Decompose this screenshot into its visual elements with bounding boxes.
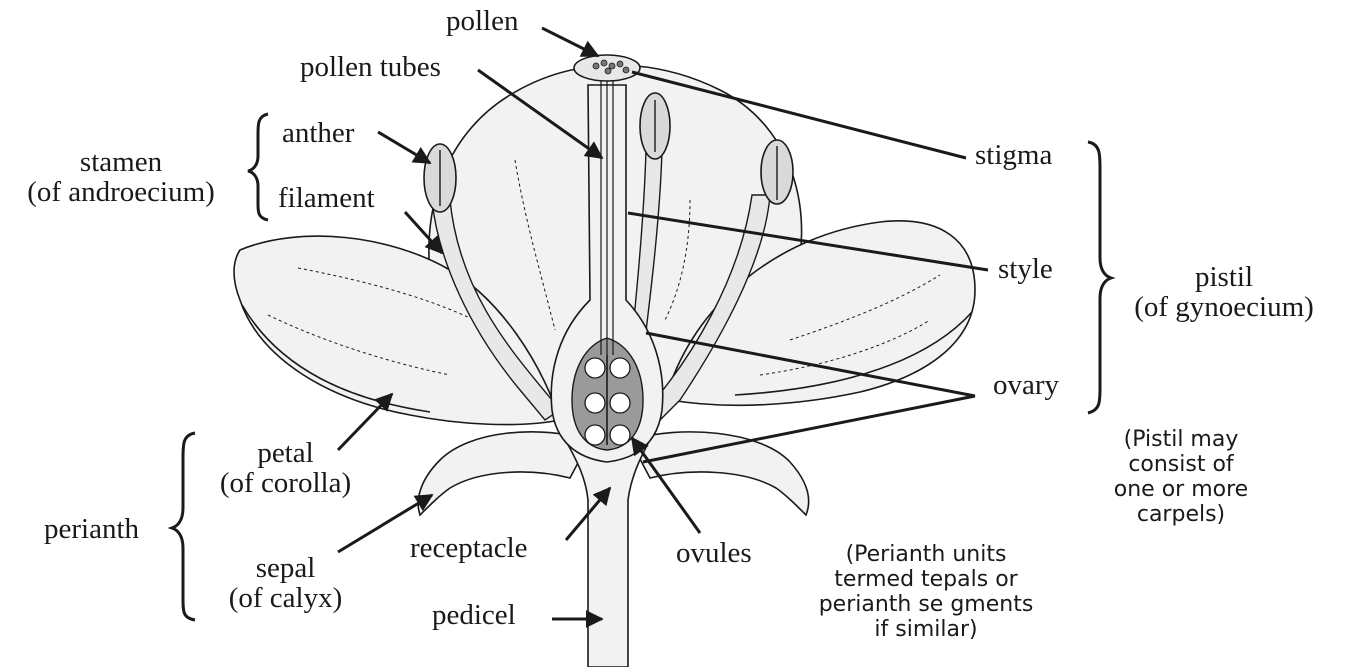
brace-perianth bbox=[172, 433, 195, 620]
label-stamen: stamen (of androecium) bbox=[0, 147, 242, 207]
note-pistil: (Pistil may consist of one or more carpe… bbox=[1106, 427, 1256, 527]
label-petal-sub: (of corolla) bbox=[198, 468, 373, 498]
label-ovules: ovules bbox=[676, 538, 752, 568]
sepal-left bbox=[418, 432, 590, 515]
label-ovary: ovary bbox=[993, 370, 1059, 400]
label-stamen-sub: (of androecium) bbox=[0, 177, 242, 207]
note-pistil-line: consist of bbox=[1106, 452, 1256, 477]
note-perianth-line: perianth se gments bbox=[816, 592, 1036, 617]
label-receptacle: receptacle bbox=[410, 533, 528, 563]
note-pistil-line: (Pistil may bbox=[1106, 427, 1256, 452]
label-perianth: perianth bbox=[44, 514, 139, 544]
label-sepal: sepal (of calyx) bbox=[198, 553, 373, 613]
label-anther: anther bbox=[282, 118, 354, 148]
label-petal: petal (of corolla) bbox=[198, 438, 373, 498]
arrow-anther bbox=[378, 132, 430, 163]
note-perianth-line: if similar) bbox=[816, 617, 1036, 642]
label-pistil-title: pistil bbox=[1112, 262, 1336, 292]
brace-pistil bbox=[1088, 142, 1111, 413]
label-pistil-sub: (of gynoecium) bbox=[1112, 292, 1336, 322]
label-style: style bbox=[998, 254, 1053, 284]
label-sepal-title: sepal bbox=[198, 553, 373, 583]
label-pollen-tubes: pollen tubes bbox=[300, 52, 441, 82]
note-pistil-line: one or more bbox=[1106, 477, 1256, 502]
brace-stamen bbox=[248, 114, 268, 220]
note-pistil-line: carpels) bbox=[1106, 502, 1256, 527]
label-stigma: stigma bbox=[975, 140, 1052, 170]
label-pollen: pollen bbox=[446, 6, 519, 36]
label-pedicel: pedicel bbox=[432, 600, 516, 630]
note-perianth-line: termed tepals or bbox=[816, 567, 1036, 592]
note-perianth: (Perianth units termed tepals or periant… bbox=[816, 542, 1036, 642]
label-stamen-title: stamen bbox=[0, 147, 242, 177]
arrow-pollen bbox=[542, 28, 598, 56]
label-filament: filament bbox=[278, 183, 375, 213]
label-petal-title: petal bbox=[198, 438, 373, 468]
label-pistil: pistil (of gynoecium) bbox=[1112, 262, 1336, 322]
pointer-ovary-bottom bbox=[643, 396, 975, 462]
note-perianth-line: (Perianth units bbox=[816, 542, 1036, 567]
label-sepal-sub: (of calyx) bbox=[198, 583, 373, 613]
